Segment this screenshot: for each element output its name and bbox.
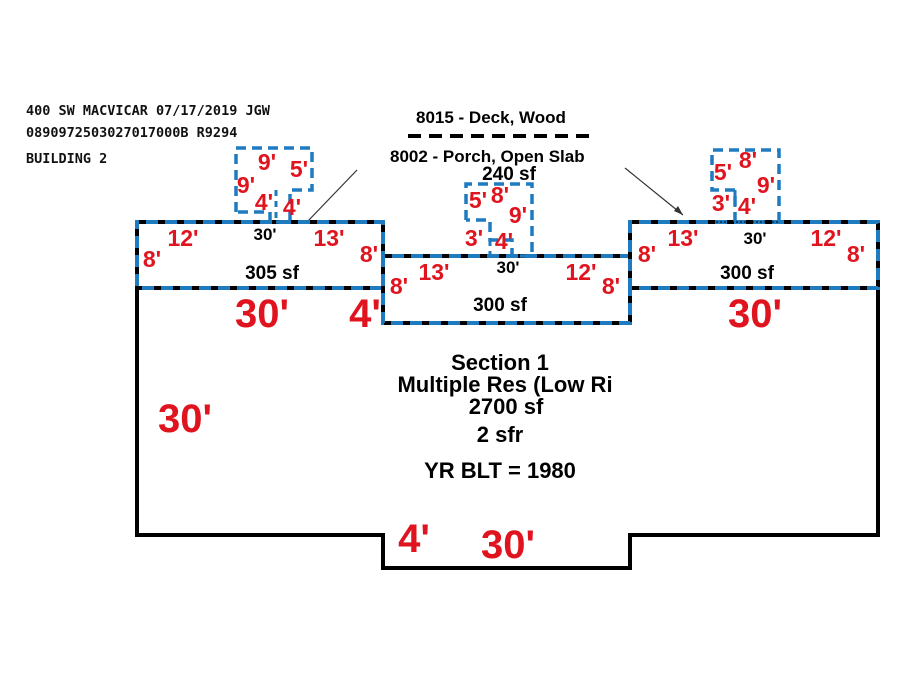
dim-right-porch-top: 30' [744,229,767,248]
dim-left-porch-top: 30' [254,225,277,244]
dim-center-porch-left-top: 13' [418,259,449,285]
dim-center-deck-left-top: 5' [469,187,487,213]
section-area: 2700 sf [469,394,544,419]
dim-main-top-right: 30' [728,292,782,336]
dim-main-top-left: 30' [235,292,289,336]
section-name: Section 1 [451,350,549,375]
dim-main-bottom: 30' [481,523,535,567]
left-porch-area: 305 sf [245,263,300,284]
right-porch-area: 300 sf [720,263,775,284]
header-line-2: 0890972503027017000B R9294 [26,125,237,141]
legend-porch: 8002 - Porch, Open Slab [390,147,585,166]
dim-notch-bottom: 4' [398,517,430,561]
dim-right-porch-right: 8' [847,241,865,267]
center-deck-outline [464,182,534,258]
center-deck-area: 240 sf [482,164,537,185]
pointer-line-left [307,169,358,222]
legend-deck: 8015 - Deck, Wood [416,108,566,127]
dim-main-left: 30' [158,397,212,441]
dim-right-deck-right: 9' [757,172,775,198]
dim-center-deck-left: 3' [465,225,483,251]
dim-right-deck-left: 3' [712,190,730,216]
dim-left-deck-left: 9' [237,172,255,198]
header-line-3: BUILDING 2 [26,151,107,167]
dim-left-porch-right-top: 13' [313,225,344,251]
pointer-arrowhead [674,206,683,215]
dim-right-porch-right-top: 12' [810,225,841,251]
section-units: 2 sfr [477,422,524,447]
right-porch-outline [628,220,880,290]
dim-center-porch-top: 30' [497,258,520,277]
dim-left-deck-top-right: 5' [290,156,308,182]
dim-center-porch-right-top: 12' [565,259,596,285]
dim-notch-top: 4' [349,292,381,336]
section-year-built: YR BLT = 1980 [424,458,576,483]
dim-left-deck-bottom-left: 4' [255,189,273,215]
left-deck-outline [234,146,314,224]
dim-left-porch-left-top: 12' [167,225,198,251]
dim-right-deck-top: 8' [739,147,757,173]
dim-center-porch-left: 8' [390,273,408,299]
dim-left-porch-left: 8' [143,246,161,272]
section-use: Multiple Res (Low Ri [397,372,612,397]
header-line-1: 400 SW MACVICAR 07/17/2019 JGW [26,103,271,119]
dim-left-deck-top-left: 9' [258,149,276,175]
dim-center-deck-bottom: 4' [495,228,513,254]
dim-right-deck-bottom: 4' [738,193,756,219]
dim-left-porch-right: 8' [360,241,378,267]
center-porch-area: 300 sf [473,295,528,316]
dim-right-deck-left-top: 5' [714,159,732,185]
dim-right-porch-left: 8' [638,241,656,267]
dim-center-deck-right: 9' [509,202,527,228]
dim-center-deck-top: 8' [491,182,509,208]
pointer-line-right [624,167,684,216]
dim-right-porch-left-top: 13' [667,225,698,251]
dim-left-deck-bottom-right: 4' [283,194,301,220]
dim-center-porch-right: 8' [602,273,620,299]
